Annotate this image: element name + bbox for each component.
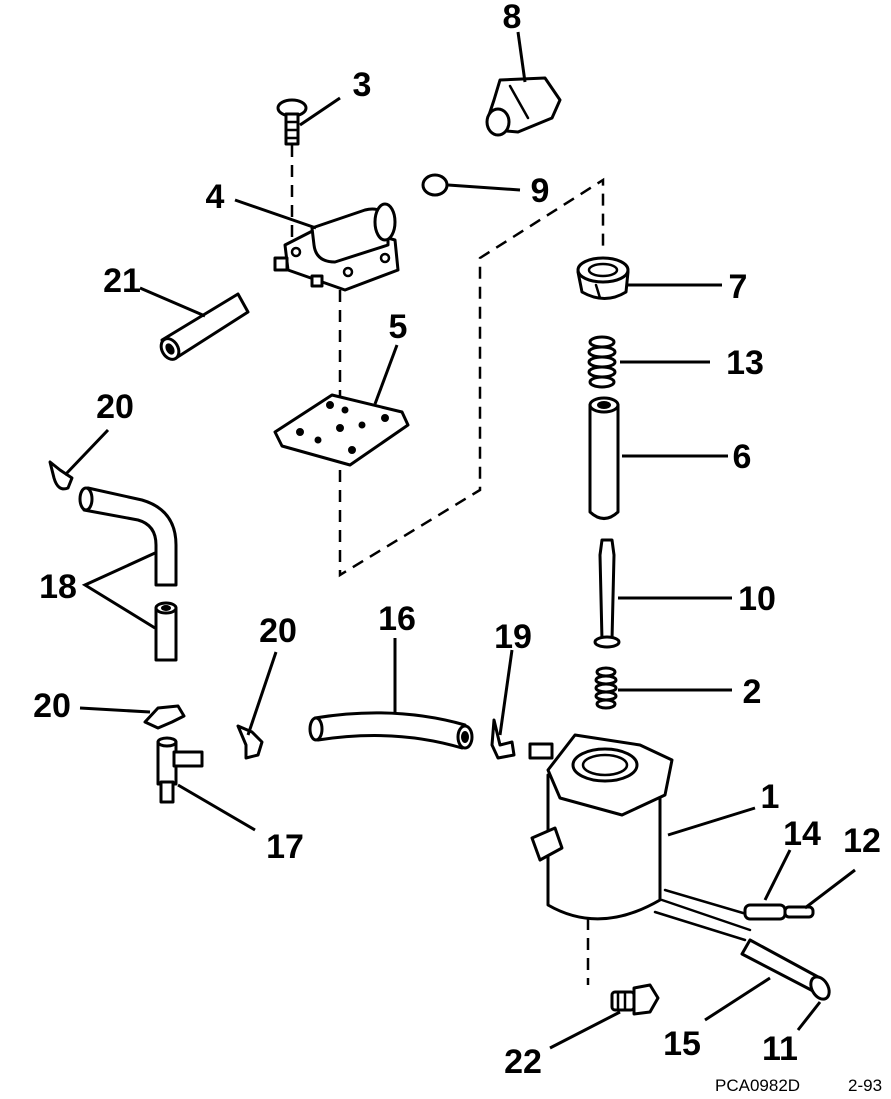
part-5-diaphragm: [273, 393, 410, 467]
callout-5: 5: [389, 308, 408, 346]
footer: PCA0982D 2-93: [715, 1076, 882, 1095]
callout-7: 7: [729, 268, 748, 306]
callout-3: 3: [353, 66, 372, 104]
drawing-code: PCA0982D: [715, 1076, 800, 1095]
callout-8: 8: [503, 0, 522, 36]
part-22-drain-screw: [610, 983, 660, 1016]
part-17-t-fitting: [156, 736, 204, 804]
callout-10: 10: [738, 580, 776, 618]
part-4-pump-cover: [273, 202, 400, 292]
part-21-hose: [159, 292, 250, 361]
callout-11: 11: [762, 1030, 798, 1068]
callout-20-upper: 20: [96, 388, 134, 426]
part-2-spring: [594, 666, 618, 710]
part-18-hoses: [78, 486, 178, 662]
callout-1: 1: [761, 778, 780, 816]
part-16-hose: [308, 711, 474, 750]
callout-17: 17: [266, 828, 304, 866]
part-14-12-terminal: [743, 903, 815, 921]
part-6-float: [588, 396, 620, 520]
part-11-15-connector: [740, 938, 831, 1001]
drawing-date: 2-93: [848, 1076, 882, 1095]
callout-2: 2: [743, 673, 762, 711]
callout-20-lower: 20: [33, 687, 71, 725]
callout-19: 19: [494, 618, 532, 656]
callout-21: 21: [103, 262, 141, 300]
part-13-spring: [587, 335, 617, 389]
part-8-fitting: [485, 76, 562, 137]
part-19-clip: [490, 718, 516, 760]
leader-lines: [63, 31, 856, 1050]
callout-18: 18: [39, 568, 77, 606]
callout-15: 15: [663, 1025, 701, 1063]
callouts: 3 8 4 9 7 21 5 13 20 6 18 10 20 16 19 2 …: [33, 0, 881, 1081]
part-20-clip-upper: [48, 460, 74, 491]
callout-14: 14: [783, 815, 821, 853]
part-1-housing: [528, 733, 762, 942]
callout-20-middle: 20: [259, 612, 297, 650]
part-10-needle: [593, 538, 621, 649]
callout-9: 9: [531, 172, 550, 210]
callout-22: 22: [504, 1043, 542, 1081]
part-7-cap: [576, 256, 630, 300]
callout-4: 4: [206, 178, 225, 216]
part-3-screw: [276, 98, 308, 146]
part-20-clip-lower: [143, 704, 186, 730]
callout-6: 6: [733, 438, 752, 476]
callout-16: 16: [378, 600, 416, 638]
callout-12: 12: [843, 822, 881, 860]
part-20-clip-middle: [236, 724, 264, 760]
part-9-o-ring: [421, 173, 449, 197]
callout-13: 13: [726, 344, 764, 382]
